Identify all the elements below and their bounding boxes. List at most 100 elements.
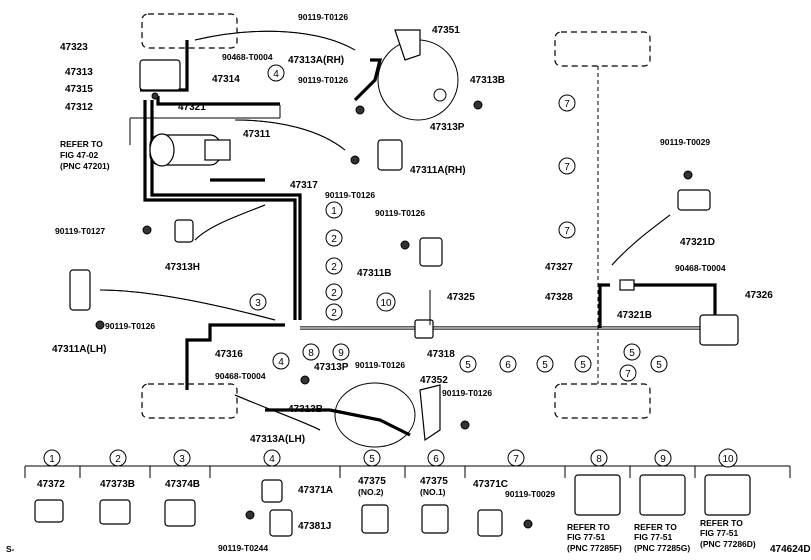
- svg-text:5: 5: [656, 360, 662, 371]
- label-47311b: 47311B: [357, 268, 391, 279]
- svg-text:9: 9: [338, 348, 344, 359]
- svg-text:3: 3: [179, 454, 185, 465]
- svg-text:(PNC 77285F): (PNC 77285F): [567, 543, 622, 553]
- label-47313p-bot: 47313P: [314, 362, 349, 373]
- svg-text:8: 8: [596, 454, 602, 465]
- figure-code: 474624D: [770, 544, 811, 555]
- reference-frame-top-left: [141, 13, 238, 49]
- marker-2: 2: [325, 257, 343, 275]
- label-90468-b: 90468-T0004: [215, 371, 266, 381]
- marker-1: 1: [325, 201, 343, 219]
- svg-text:3: 3: [255, 298, 261, 309]
- svg-text:6: 6: [433, 454, 439, 465]
- label-47316: 47316: [215, 349, 243, 360]
- refer-line-1: REFER TO: [60, 139, 103, 149]
- refer-line-2: FIG 47-02: [60, 150, 99, 160]
- label-47321b: 47321B: [617, 310, 652, 321]
- label-47313b-bot: 47313B: [288, 404, 323, 415]
- svg-text:5: 5: [369, 454, 375, 465]
- label-90119-a: 90119-T0126: [298, 12, 348, 22]
- label-47321d: 47321D: [680, 237, 715, 248]
- label-90119-t0029: 90119-T0029: [660, 137, 710, 147]
- svg-text:47372: 47372: [37, 479, 65, 490]
- svg-text:47375: 47375: [358, 476, 386, 487]
- svg-text:7: 7: [564, 226, 570, 237]
- svg-text:4: 4: [278, 357, 284, 368]
- union-47321d: [677, 170, 711, 211]
- label-47352: 47352: [420, 375, 448, 386]
- label-90119-c: 90119-T0126: [325, 190, 375, 200]
- label-47323: 47323: [60, 42, 88, 53]
- label-90119-t0127: 90119-T0127: [55, 226, 105, 236]
- label-47313p-top: 47313P: [430, 122, 465, 133]
- bracket-47311b: [400, 237, 443, 267]
- label-47326: 47326: [745, 290, 773, 301]
- marker-9: 9: [332, 343, 350, 361]
- svg-text:90119-T0244: 90119-T0244: [218, 543, 268, 553]
- label-47313b-top: 47313B: [470, 75, 505, 86]
- svg-text:7: 7: [564, 99, 570, 110]
- legend-cell-6: 6 47375 (NO.1): [420, 449, 449, 534]
- marker-4: 4: [272, 352, 290, 370]
- reference-frame-bottom-right: [554, 383, 651, 419]
- marker-5: 5: [623, 343, 641, 361]
- svg-text:47374B: 47374B: [165, 479, 200, 490]
- svg-text:47371C: 47371C: [473, 479, 508, 490]
- label-47313: 47313: [65, 67, 93, 78]
- svg-text:5: 5: [629, 348, 635, 359]
- label-47315: 47315: [65, 84, 93, 95]
- label-47313a-lh: 47313A(LH): [250, 434, 305, 445]
- svg-text:1: 1: [331, 206, 337, 217]
- marker-7: 7: [619, 364, 637, 382]
- svg-text:2: 2: [331, 308, 337, 319]
- label-47313a-rh: 47313A(RH): [288, 55, 344, 66]
- svg-text:47371A: 47371A: [298, 485, 333, 496]
- svg-text:5: 5: [580, 360, 586, 371]
- bracket-47311a-lh: [69, 269, 105, 330]
- bracket-47311a-rh: [350, 139, 403, 171]
- svg-text:8: 8: [308, 348, 314, 359]
- marker-5: 5: [650, 355, 668, 373]
- label-47313h: 47313H: [165, 262, 200, 273]
- legend-cell-2: 2 47373B: [99, 449, 135, 525]
- bracket-47313h: [142, 219, 194, 243]
- master-cylinder: [139, 59, 231, 167]
- svg-text:(PNC 77285G): (PNC 77285G): [634, 543, 690, 553]
- marker-4: 4: [267, 64, 285, 82]
- svg-text:10: 10: [380, 298, 392, 309]
- svg-text:47373B: 47373B: [100, 479, 135, 490]
- svg-text:47375: 47375: [420, 476, 448, 487]
- svg-text:4: 4: [269, 454, 275, 465]
- marker-5: 5: [459, 355, 477, 373]
- legend-cell-9: 9 REFER TO FIG 77-51 (PNC 77285G): [634, 449, 690, 553]
- label-47325: 47325: [447, 292, 475, 303]
- marker-2: 2: [325, 229, 343, 247]
- marker-5: 5: [574, 355, 592, 373]
- marker-3: 3: [249, 293, 267, 311]
- label-47327: 47327: [545, 262, 573, 273]
- svg-text:4: 4: [273, 69, 279, 80]
- svg-text:7: 7: [625, 369, 631, 380]
- callout-labels: 47323 47313 47315 47312 4 7 3 1 4 90468-T000…: [6, 12, 811, 555]
- label-90468-c: 90468-T0004: [675, 263, 726, 273]
- hose-47326: [619, 279, 739, 346]
- label-47312: 47312: [65, 102, 93, 113]
- marker-2: 2: [325, 283, 343, 301]
- svg-text:FIG 77-51: FIG 77-51: [700, 528, 739, 538]
- label-47328: 47328: [545, 292, 573, 303]
- label-47311: 47311: [243, 129, 271, 140]
- reference-frame-top-right: [554, 31, 651, 67]
- label-90119-e: 90119-T0126: [105, 321, 155, 331]
- svg-text:REFER TO: REFER TO: [634, 522, 677, 532]
- label-90119-g: 90119-T0126: [442, 388, 492, 398]
- svg-text:(PNC 77286D): (PNC 77286D): [700, 539, 756, 549]
- svg-text:FIG 77-51: FIG 77-51: [634, 532, 673, 542]
- svg-text:7: 7: [513, 454, 519, 465]
- svg-text:10: 10: [722, 454, 734, 465]
- marker-2: 2: [325, 303, 343, 321]
- legend-cell-7: 7 47371C 90119-T0029: [473, 449, 555, 537]
- guide-lines: [129, 66, 599, 384]
- svg-text:FIG 77-51: FIG 77-51: [567, 532, 606, 542]
- legend-cell-8: 8 REFER TO FIG 77-51 (PNC 77285F): [567, 449, 622, 553]
